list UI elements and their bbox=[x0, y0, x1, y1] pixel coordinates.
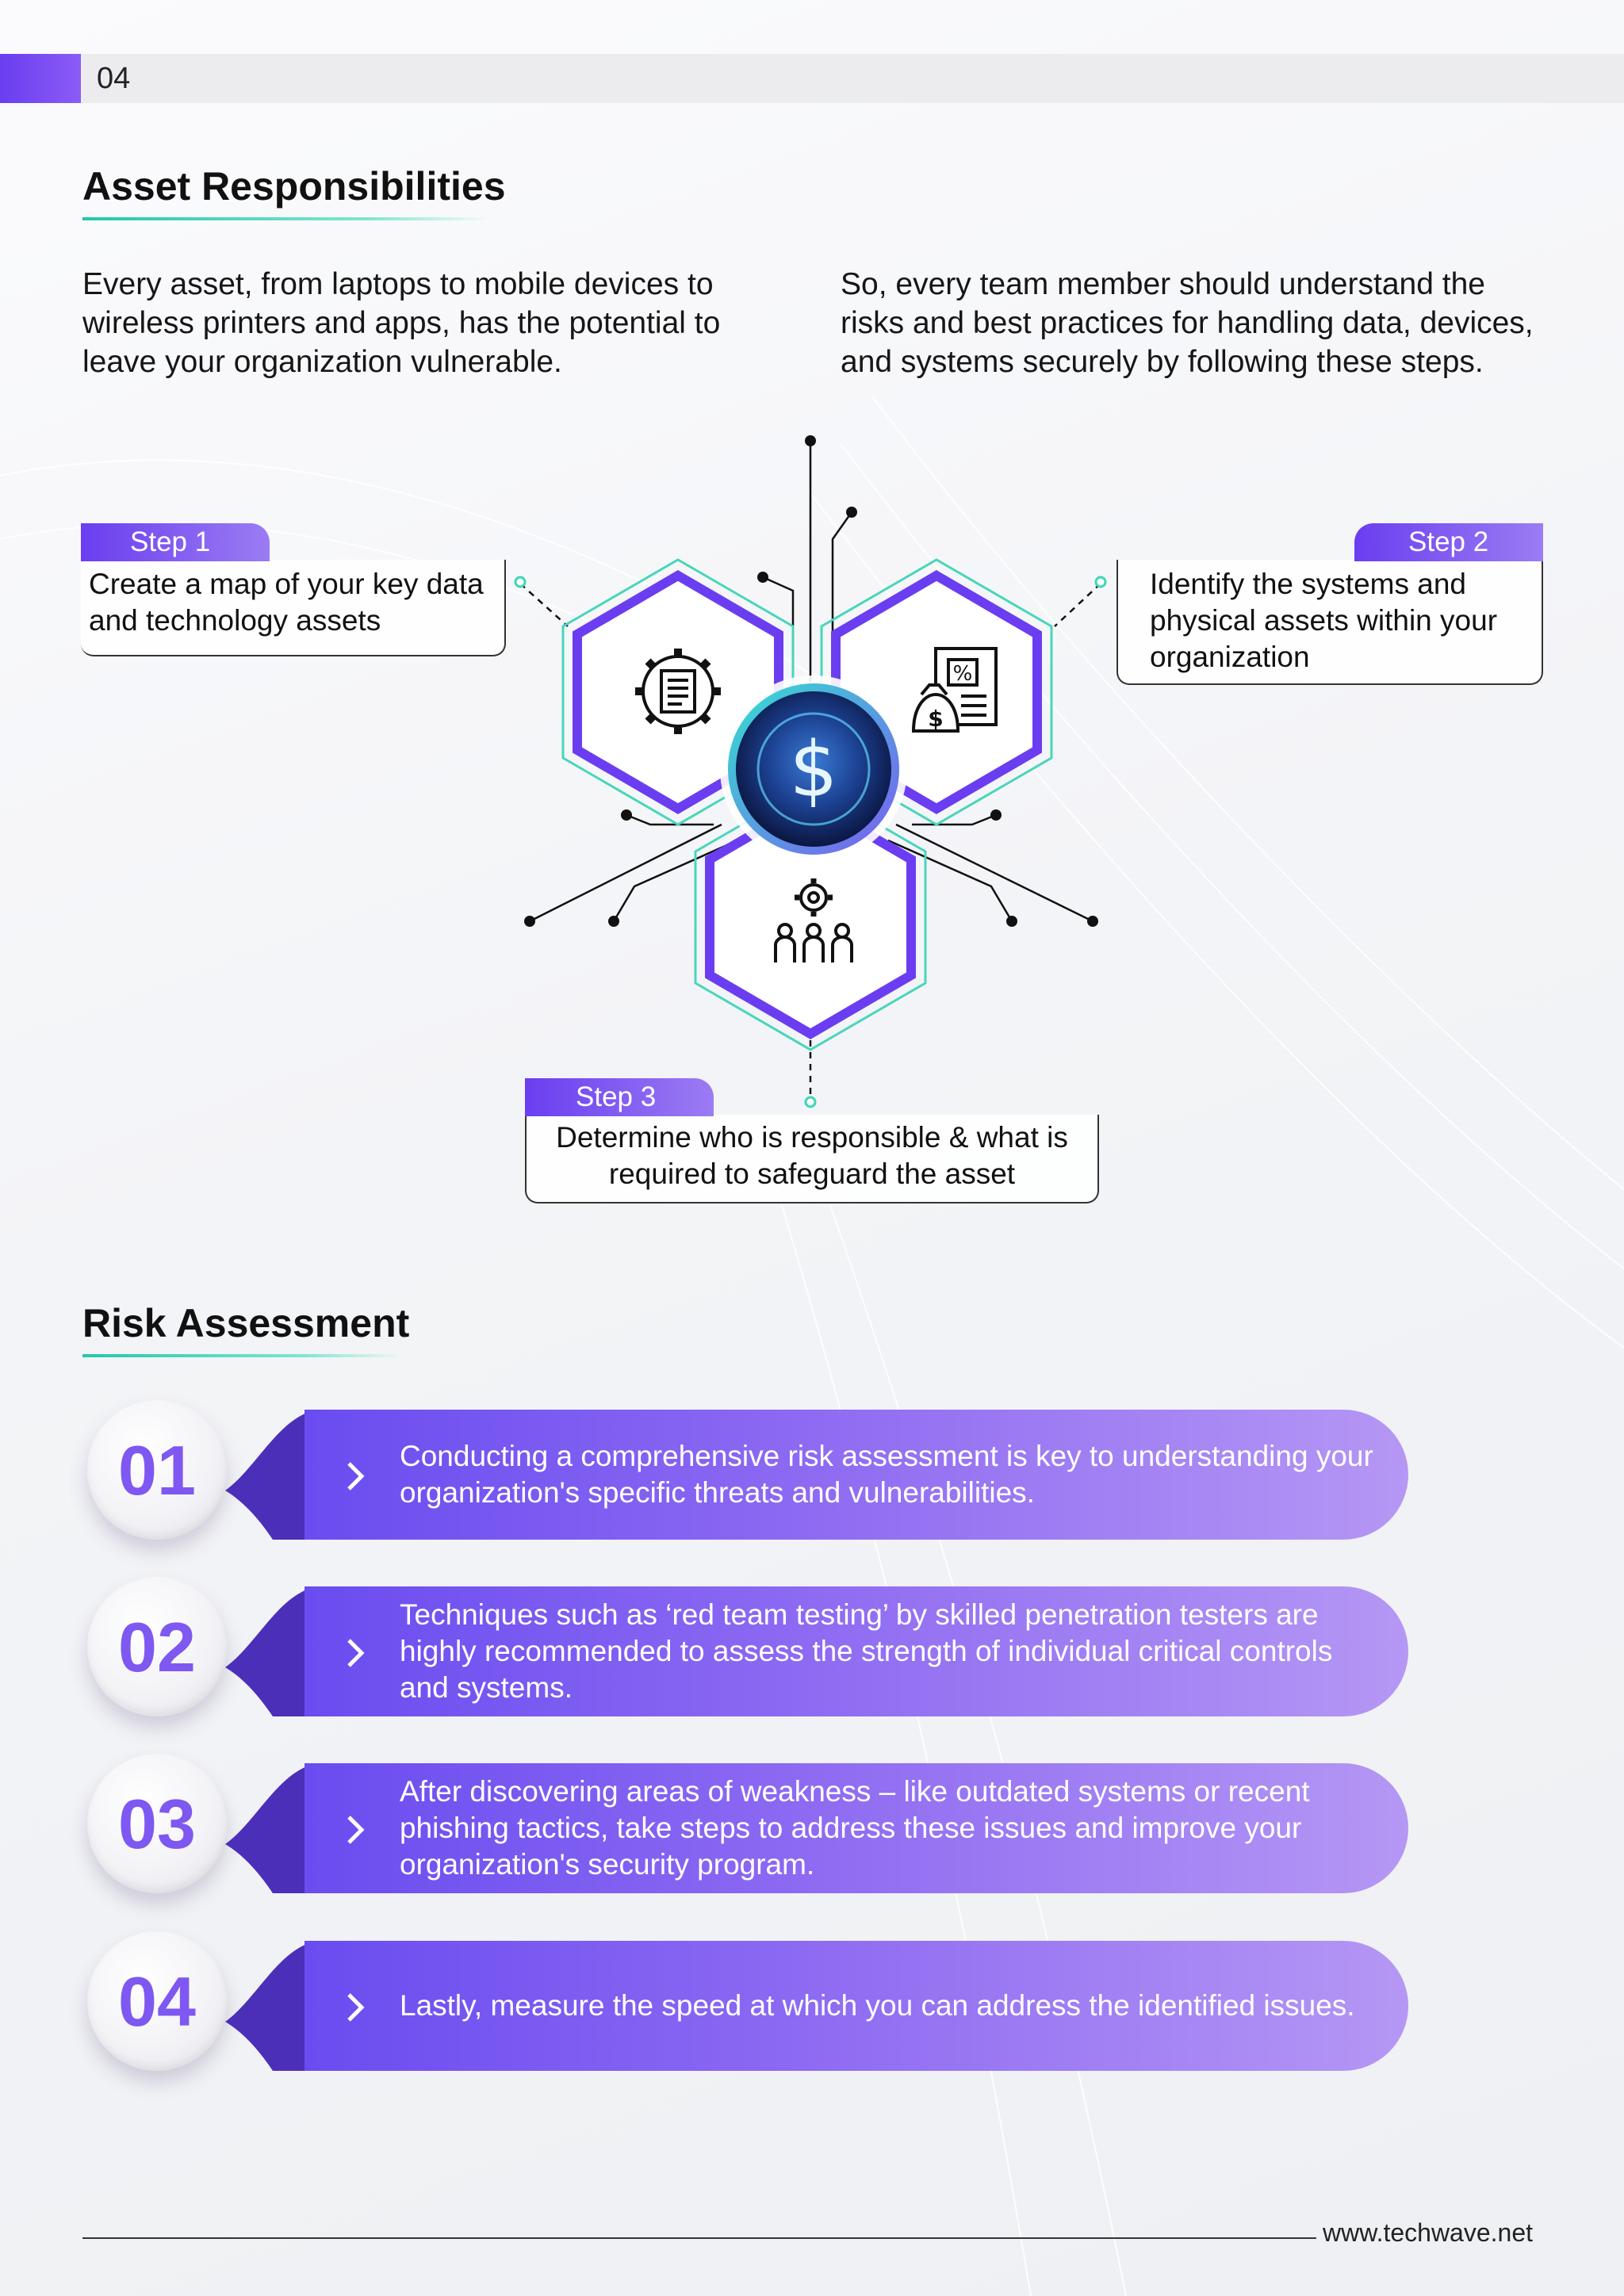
step-1-label: Step 1 bbox=[81, 523, 270, 561]
chevron-right-icon bbox=[347, 1639, 365, 1667]
risk-item-02: Techniques such as ‘red team testing’ by… bbox=[82, 1558, 1408, 1748]
hexagon-responsibility bbox=[694, 783, 927, 1051]
team-settings-icon bbox=[774, 878, 853, 962]
risk-item-01: Conducting a comprehensive risk assessme… bbox=[82, 1381, 1408, 1571]
connector-lines bbox=[529, 441, 1094, 923]
risk-item-text: After discovering areas of weakness – li… bbox=[400, 1775, 1310, 1881]
footer-divider bbox=[82, 2237, 1316, 2239]
risk-item-number: 04 bbox=[118, 1962, 196, 2041]
gear-document-icon bbox=[635, 649, 721, 734]
svg-text:%: % bbox=[953, 662, 973, 686]
asset-title-underline bbox=[82, 217, 488, 220]
step-3-text: Determine who is responsible & what is r… bbox=[525, 1115, 1099, 1203]
risk-item-text: Techniques such as ‘red team testing’ by… bbox=[400, 1598, 1333, 1704]
risk-wing-shape bbox=[225, 1586, 320, 1716]
risk-item-number: 01 bbox=[118, 1431, 196, 1510]
chevron-right-icon bbox=[347, 1462, 365, 1490]
page-header: 04 bbox=[0, 54, 1624, 103]
finance-report-icon: % $ bbox=[911, 647, 998, 733]
risk-wing-shape bbox=[225, 1941, 320, 2071]
risk-wing-shape bbox=[225, 1410, 320, 1540]
step-2-label: Step 2 bbox=[1354, 523, 1543, 561]
step-1-text: Create a map of your key data and techno… bbox=[81, 560, 506, 656]
dollar-coin-icon: $ bbox=[720, 675, 907, 863]
risk-item-04: Lastly, measure the speed at which you c… bbox=[82, 1912, 1408, 2103]
risk-item-text: Lastly, measure the speed at which you c… bbox=[400, 1989, 1355, 2022]
risk-bar bbox=[304, 1941, 1408, 2071]
risk-number-badge bbox=[87, 1754, 227, 1893]
footer-website-link[interactable]: www.techwave.net bbox=[1323, 2218, 1534, 2247]
risk-item-text: Conducting a comprehensive risk assessme… bbox=[400, 1440, 1373, 1509]
risk-wing-shape bbox=[225, 1763, 320, 1893]
svg-text:$: $ bbox=[789, 725, 837, 814]
header-accent-bar bbox=[0, 54, 81, 103]
risk-number-badge bbox=[87, 1400, 227, 1540]
step-2-text: Identify the systems and physical assets… bbox=[1116, 560, 1543, 685]
risk-bar bbox=[304, 1763, 1408, 1893]
risk-item-number: 03 bbox=[118, 1785, 196, 1863]
risk-item-03: After discovering areas of weakness – li… bbox=[82, 1735, 1408, 1925]
asset-section-title: Asset Responsibilities bbox=[82, 164, 506, 209]
step-3-label: Step 3 bbox=[525, 1078, 714, 1116]
risk-bar bbox=[304, 1410, 1408, 1540]
chevron-right-icon bbox=[347, 1816, 365, 1844]
page-number: 04 bbox=[97, 62, 131, 95]
asset-intro-left: Every asset, from laptops to mobile devi… bbox=[82, 267, 721, 379]
risk-section-title: Risk Assessment bbox=[82, 1301, 410, 1345]
risk-title-underline bbox=[82, 1354, 400, 1357]
asset-intro-right: So, every team member should understand … bbox=[841, 267, 1534, 379]
chevron-right-icon bbox=[347, 1993, 365, 2022]
risk-number-badge bbox=[87, 1577, 227, 1716]
risk-bar bbox=[304, 1586, 1408, 1716]
risk-item-number: 02 bbox=[118, 1608, 196, 1686]
asset-diagram: % $ $ bbox=[514, 435, 1107, 1108]
svg-text:$: $ bbox=[928, 706, 943, 732]
risk-number-badge bbox=[87, 1931, 227, 2071]
